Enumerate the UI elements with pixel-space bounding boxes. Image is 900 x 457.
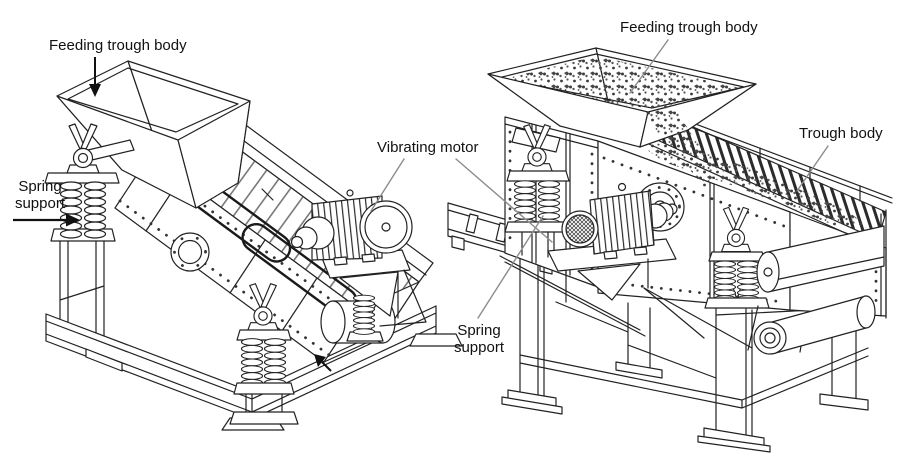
trough-body-leader	[796, 145, 829, 192]
spring-support-right-leader	[477, 215, 544, 319]
spring-support-left-arrow	[13, 213, 80, 227]
support-stand	[447, 202, 869, 453]
annotations	[13, 39, 829, 319]
label-spring-support-right: Spring support	[453, 322, 505, 356]
base-frame-arrow	[314, 354, 332, 372]
vibrating-motor-right	[547, 182, 705, 339]
label-feeding-trough-body-left: Feeding trough body	[49, 37, 187, 54]
discharge-rollers	[643, 225, 885, 355]
machine-left	[44, 60, 463, 431]
feeding-trough-right-leader	[629, 39, 669, 94]
vibrating-motor-left	[290, 189, 427, 342]
material-stream	[644, 96, 716, 190]
tick-mark	[261, 188, 274, 201]
spring-support-center-assembly	[229, 283, 299, 425]
label-spring-support-left: Spring support	[14, 178, 66, 212]
label-trough-body: Trough body	[799, 125, 883, 142]
spring-support-left-assembly	[44, 123, 135, 239]
vibrating-motor-leader-left	[370, 158, 405, 212]
machine-right	[447, 47, 893, 453]
label-feeding-trough-body-right: Feeding trough body	[620, 19, 758, 36]
spring-support-right-front	[504, 124, 572, 259]
inspection-flange-left	[170, 232, 210, 272]
hopper-right	[487, 47, 757, 148]
label-vibrating-motor: Vibrating motor	[377, 139, 479, 156]
feeding-trough-left-arrow	[89, 57, 101, 97]
